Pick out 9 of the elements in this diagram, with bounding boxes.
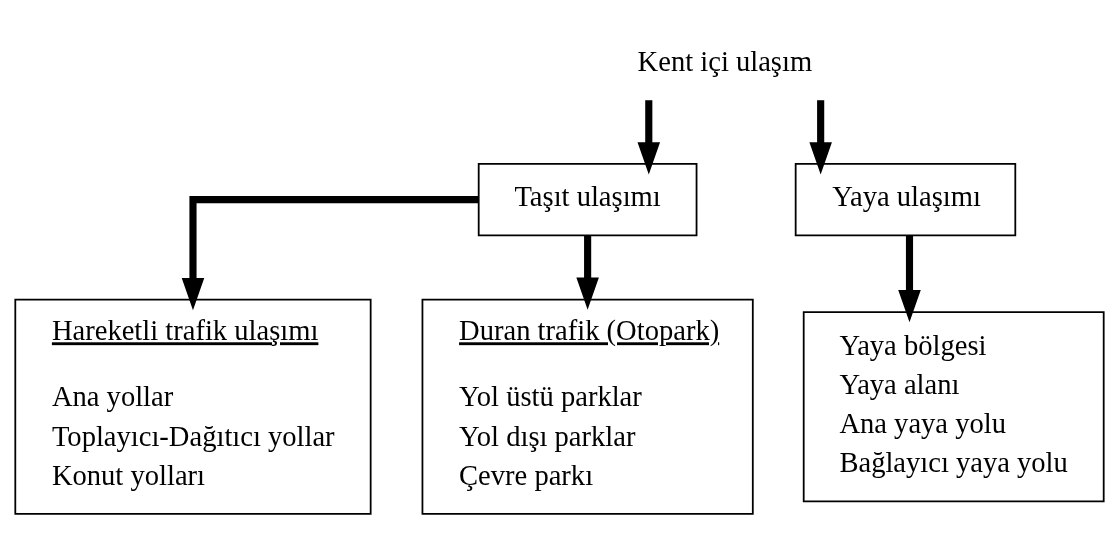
node-text: Kent içi ulaşım: [637, 45, 813, 77]
node-box: Yaya bölgesi Yaya alanı Ana yaya yolu Bağlayıcı yaya yolu: [802, 311, 1105, 503]
node-box: Hareketli trafik ulaşımı Ana yollar Toplayıcı-Dağıtıcı yollar Konut yolları: [14, 298, 372, 515]
node-box: Yaya ulaşımı: [794, 162, 1017, 237]
node-box: Duran trafik (Otopark) Yol üstü parklar Yol dışı parklar Çevre parkı: [421, 298, 754, 515]
arrow: [898, 235, 921, 323]
node-box: Taşıt ulaşımı: [477, 162, 698, 237]
arrow: [576, 235, 599, 310]
arrow: [181, 196, 479, 311]
